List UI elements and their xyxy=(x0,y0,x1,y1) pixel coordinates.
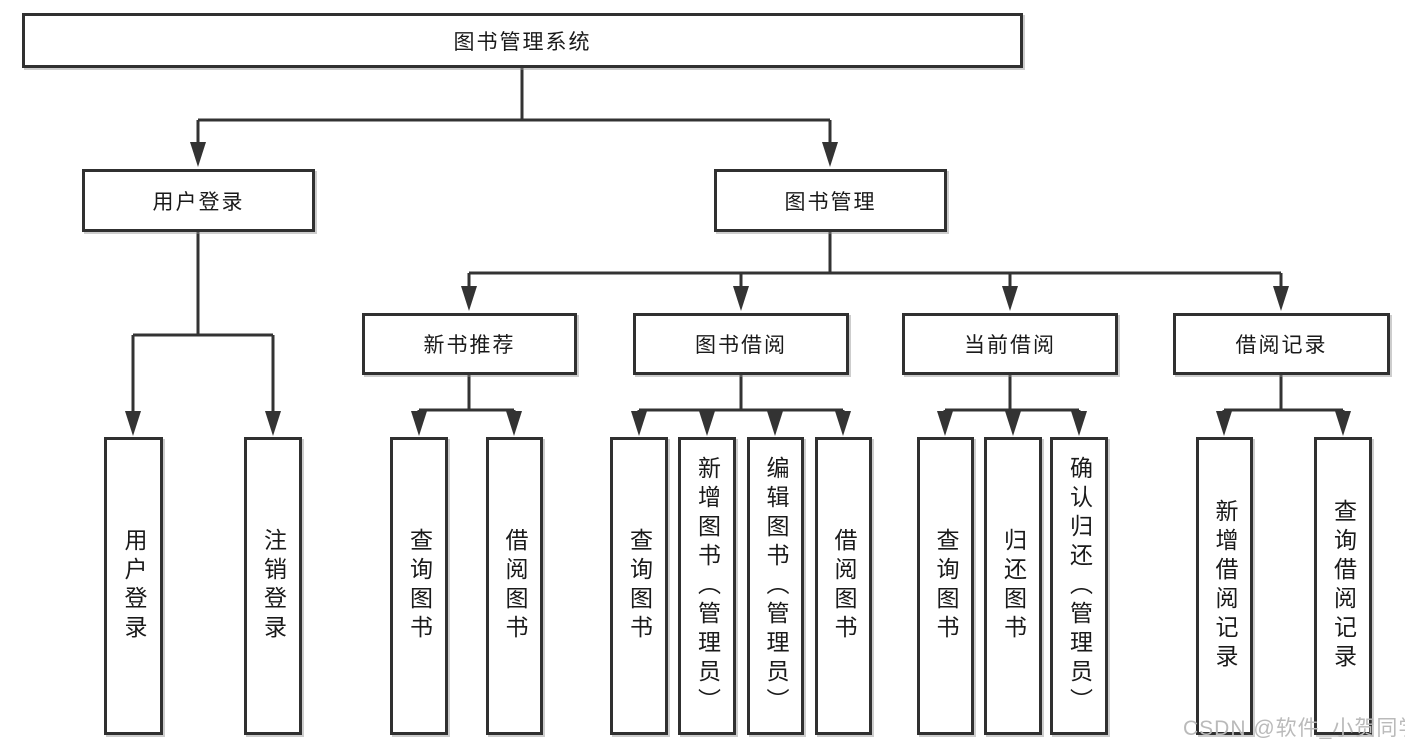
leaf-query-books-current: 查询图书 xyxy=(917,437,974,735)
leaf-return-books: 归还图书 xyxy=(984,437,1042,735)
node-library-management-system: 图书管理系统 xyxy=(22,13,1023,68)
leaf-logout: 注销登录 xyxy=(244,437,302,735)
edge-borrowing-to-leaves xyxy=(637,375,845,420)
leaf-query-books-recommend: 查询图书 xyxy=(390,437,448,735)
leaf-logout-label: 注销登录 xyxy=(260,528,287,644)
leaf-query-books-recommend-label: 查询图书 xyxy=(406,528,433,644)
edge-bookmgmt-to-level3 xyxy=(467,232,1283,298)
leaf-query-books-borrowing-label: 查询图书 xyxy=(626,528,653,644)
edge-newbook-to-leaves xyxy=(417,375,516,420)
leaf-query-books-borrowing: 查询图书 xyxy=(610,437,668,735)
leaf-add-book-admin-label: 新增图书（管理员） xyxy=(694,455,721,717)
leaf-query-books-current-label: 查询图书 xyxy=(933,528,959,644)
leaf-borrow-books-recommend: 借阅图书 xyxy=(486,437,543,735)
leaf-query-borrow-record: 查询借阅记录 xyxy=(1314,437,1372,735)
leaf-borrow-books-borrowing-label: 借阅图书 xyxy=(831,528,857,644)
leaf-add-borrow-record-label: 新增借阅记录 xyxy=(1212,499,1238,673)
node-new-book-recommend: 新书推荐 xyxy=(362,313,577,375)
edge-records-to-leaves xyxy=(1222,375,1345,420)
node-book-management: 图书管理 xyxy=(714,169,947,232)
node-current-borrowing: 当前借阅 xyxy=(902,313,1118,375)
node-user-login: 用户登录 xyxy=(82,169,315,232)
leaf-edit-book-admin-label: 编辑图书（管理员） xyxy=(763,455,789,717)
edge-userlogin-to-leaves xyxy=(131,232,275,420)
leaf-query-borrow-record-label: 查询借阅记录 xyxy=(1330,499,1357,673)
leaf-confirm-return-admin-label: 确认归还（管理员） xyxy=(1066,455,1093,717)
leaf-confirm-return-admin: 确认归还（管理员） xyxy=(1050,437,1108,735)
node-book-borrowing: 图书借阅 xyxy=(633,313,849,375)
csdn-watermark: CSDN @软件_小贺同学 xyxy=(1183,717,1405,740)
arrowheads xyxy=(125,142,1351,436)
leaf-add-book-admin: 新增图书（管理员） xyxy=(678,437,736,735)
leaf-edit-book-admin: 编辑图书（管理员） xyxy=(747,437,804,735)
leaf-add-borrow-record: 新增借阅记录 xyxy=(1196,437,1253,735)
leaf-return-books-label: 归还图书 xyxy=(1000,528,1027,644)
leaf-user-login: 用户登录 xyxy=(104,437,163,735)
leaf-user-login-label: 用户登录 xyxy=(121,528,147,644)
leaf-borrow-books-borrowing: 借阅图书 xyxy=(815,437,872,735)
node-borrow-records: 借阅记录 xyxy=(1173,313,1390,375)
leaf-borrow-books-recommend-label: 借阅图书 xyxy=(502,528,528,644)
edge-root-to-level2 xyxy=(196,68,832,155)
